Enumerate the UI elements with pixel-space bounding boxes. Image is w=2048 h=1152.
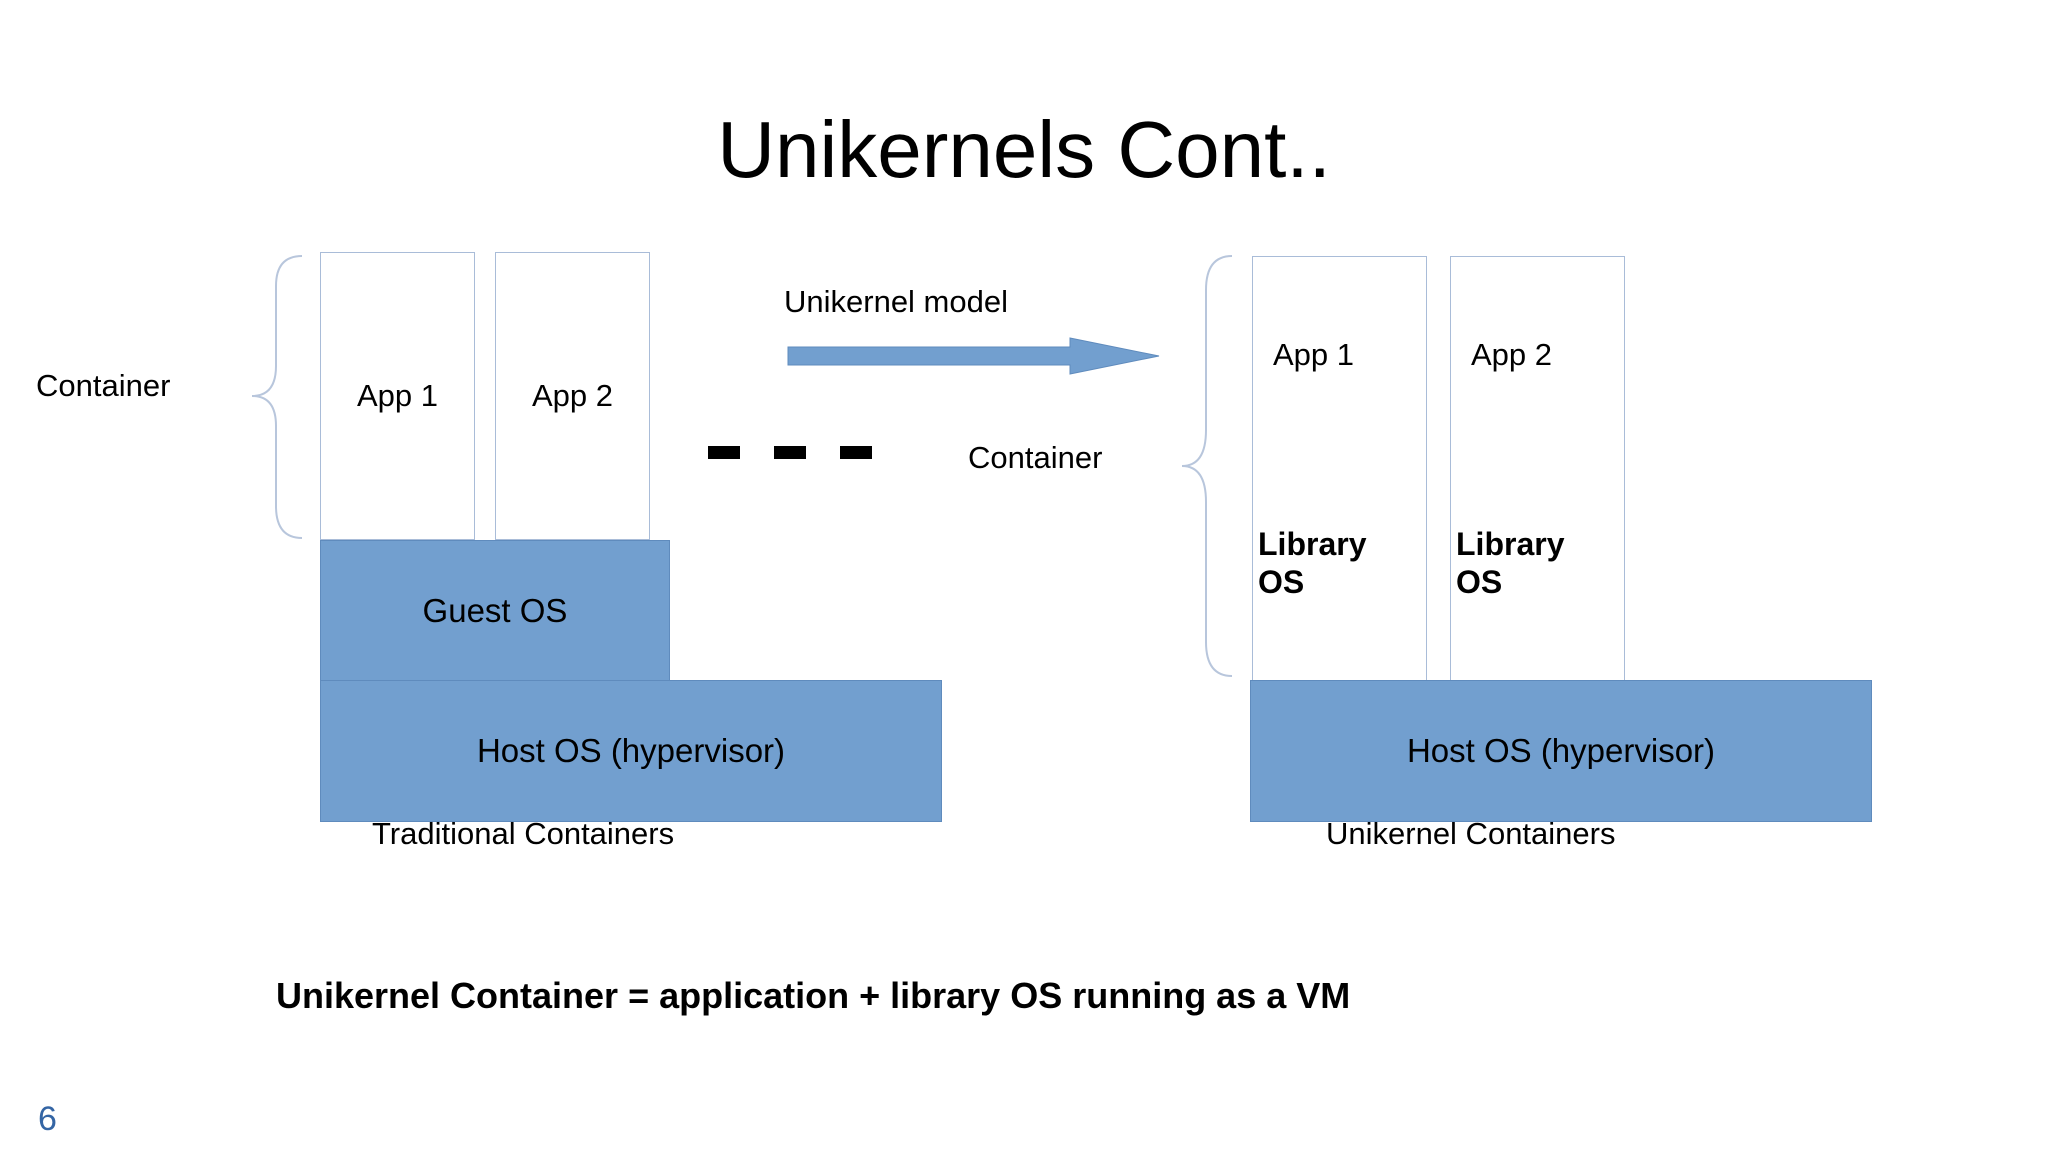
unikernel-app1-libos: Library OS <box>1258 525 1366 601</box>
traditional-app2-label: App 2 <box>531 378 613 413</box>
guest-os-label: Guest OS <box>422 592 568 629</box>
left-container-brace <box>251 255 303 539</box>
ellipsis-dash-1 <box>708 446 740 459</box>
unikernel-app1-box: App 1 Library OS <box>1252 256 1427 682</box>
traditional-containers-caption: Traditional Containers <box>372 816 675 851</box>
unikernel-app2-libos: Library OS <box>1456 525 1564 601</box>
traditional-app1-label: App 1 <box>356 378 438 413</box>
traditional-host-os-label: Host OS (hypervisor) <box>476 732 786 769</box>
slide-title: Unikernels Cont.. <box>717 105 1331 194</box>
traditional-app2-box: App 2 <box>495 252 650 540</box>
unikernel-app2-box: App 2 Library OS <box>1450 256 1625 682</box>
page-number: 6 <box>38 1100 57 1138</box>
unikernel-app1-label: App 1 <box>1273 337 1355 372</box>
ellipsis-dash-3 <box>840 446 872 459</box>
unikernel-model-label: Unikernel model <box>784 284 1008 319</box>
unikernel-app1-libos-line1: Library <box>1258 526 1367 562</box>
unikernel-container-label: Container <box>968 440 1103 475</box>
unikernel-model-arrow <box>787 337 1160 375</box>
right-container-brace <box>1181 255 1233 677</box>
unikernel-host-os-label: Host OS (hypervisor) <box>1406 732 1716 769</box>
unikernel-app1-libos-line2: OS <box>1258 564 1305 600</box>
unikernel-app2-label: App 2 <box>1471 337 1553 372</box>
traditional-app1-box: App 1 <box>320 252 475 540</box>
summary-statement: Unikernel Container = application + libr… <box>276 975 1351 1016</box>
unikernel-containers-caption: Unikernel Containers <box>1326 816 1616 851</box>
traditional-container-label: Container <box>36 368 171 403</box>
traditional-host-os-box: Host OS (hypervisor) <box>320 680 942 822</box>
guest-os-box: Guest OS <box>320 540 670 682</box>
unikernel-app2-libos-line2: OS <box>1456 564 1503 600</box>
unikernel-app2-libos-line1: Library <box>1456 526 1565 562</box>
unikernel-host-os-box: Host OS (hypervisor) <box>1250 680 1872 822</box>
ellipsis-dash-2 <box>774 446 806 459</box>
